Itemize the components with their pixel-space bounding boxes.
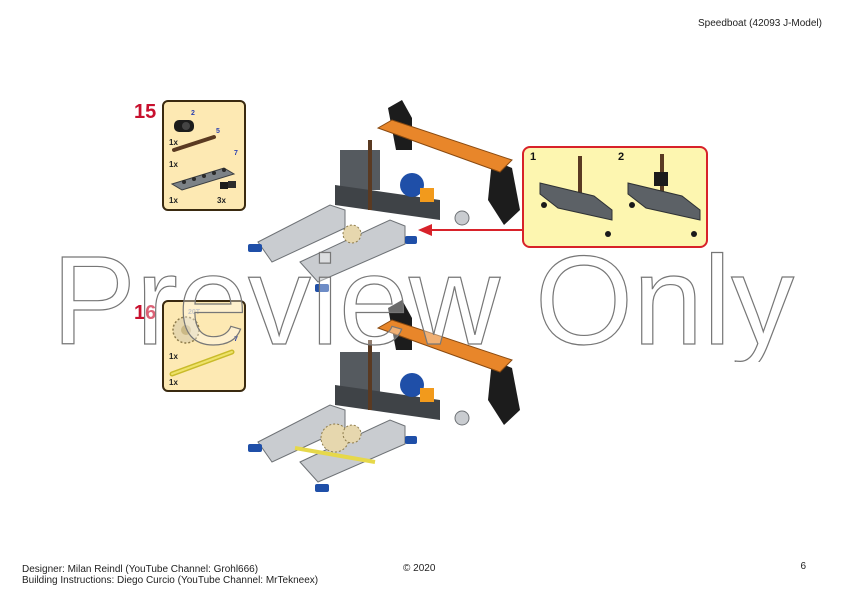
callout-step-1-label: 1 <box>530 151 537 163</box>
gear-20-tooth-icon <box>172 316 200 344</box>
credits: Designer: Milan Reindl (YouTube Channel:… <box>22 564 318 586</box>
part-length-label: 7 <box>234 336 238 343</box>
part-qty-label: 3x <box>217 196 226 205</box>
part-qty-label: 1x <box>169 378 178 387</box>
instructions-credit: Building Instructions: Diego Curcio (You… <box>22 575 319 586</box>
axle-with-stop-icon <box>172 135 216 152</box>
model-step-15 <box>248 100 520 292</box>
model-step-16 <box>248 300 520 492</box>
axle-7-icon <box>169 349 235 377</box>
step-16-parts-list: 20T 1x 7 1x <box>162 300 246 392</box>
designer-credit: Designer: Milan Reindl (YouTube Channel:… <box>22 564 259 575</box>
beam-with-axle-and-connector-icon <box>627 154 701 237</box>
beam-with-axle-icon <box>539 156 613 237</box>
pin-connector-icon <box>220 181 236 189</box>
step-15-parts-list: 2 1x 5 1x 7 1x 3x <box>162 100 246 211</box>
part-length-label: 7 <box>234 150 238 157</box>
callout-step-2-label: 2 <box>618 151 625 163</box>
part-length-label: 2 <box>191 110 195 117</box>
callout-art <box>539 154 701 237</box>
step-15-parts-art <box>170 120 236 191</box>
part-qty-label: 1x <box>169 138 178 147</box>
connector-peg-icon <box>174 120 194 132</box>
step-16-number: 16 <box>134 302 157 324</box>
callout-arrow <box>418 224 522 236</box>
part-qty-label: 1x <box>169 196 178 205</box>
step-15-number: 15 <box>134 101 157 123</box>
beam-7-icon <box>170 167 236 191</box>
page-number: 6 <box>800 561 806 572</box>
part-qty-label: 1x <box>169 352 178 361</box>
copyright: © 2020 <box>403 563 436 574</box>
subassembly-callout: 1 2 <box>522 146 708 248</box>
step-16-parts-art <box>169 316 235 377</box>
part-qty-label: 1x <box>169 160 178 169</box>
part-length-label: 5 <box>216 128 220 135</box>
document-title: Speedboat (42093 J-Model) <box>698 18 822 29</box>
part-length-label: 20T <box>188 309 201 316</box>
